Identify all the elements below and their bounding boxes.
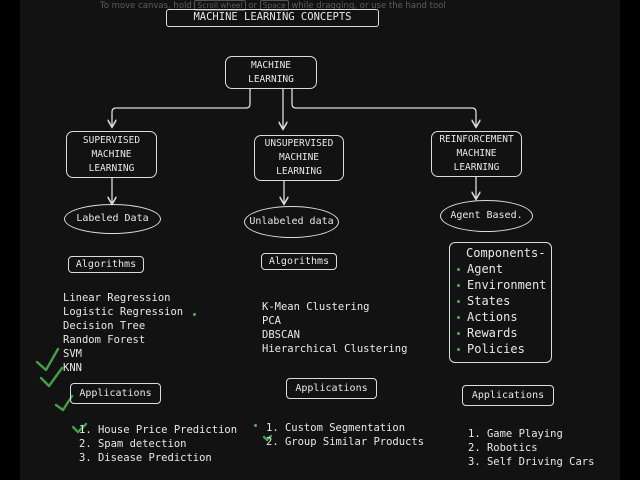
unsupervised-algorithms-list: K-Mean Clustering PCA DBSCAN Hierarchica… (262, 300, 407, 356)
unsupervised-algorithms-label: Algorithms (261, 253, 337, 270)
list-item: 2. Spam detection (79, 438, 187, 450)
supervised-applications-label: Applications (70, 383, 161, 404)
supervised-applications-list: 1. House Price Prediction 2. Spam detect… (79, 423, 237, 465)
list-item: 3. Self Driving Cars (468, 456, 595, 468)
reinforcement-applications-label: Applications (462, 385, 554, 406)
bullet-dot (457, 348, 460, 351)
component-item: Agent (467, 262, 504, 276)
diagram-title: MACHINE LEARNING CONCEPTS (166, 9, 379, 27)
check-mark-icon-2 (39, 366, 64, 388)
supervised-algorithms-label: Algorithms (68, 256, 144, 273)
list-item: K-Mean Clustering (262, 301, 370, 313)
component-item: Environment (467, 278, 547, 292)
unsupervised-applications-list: 1. Custom Segmentation 2. Group Similar … (266, 421, 424, 449)
arrow-to-reinforcement (291, 89, 476, 126)
component-item: Actions (467, 310, 518, 324)
reinforcement-node: REINFORCEMENT MACHINE LEARNING (431, 131, 522, 177)
check-marks (35, 347, 273, 442)
unsupervised-applications-label: Applications (286, 378, 377, 399)
space-key: Space (259, 0, 289, 11)
check-mark-icon-4 (71, 422, 88, 434)
check-mark-icon-1 (35, 347, 60, 372)
list-item: PCA (262, 315, 281, 327)
component-item: States (467, 294, 511, 308)
unlabeled-data-oval: Unlabeled data (244, 206, 339, 238)
list-item: Logistic Regression (63, 306, 184, 318)
list-item: SVM (63, 348, 82, 360)
list-item: 3. Disease Prediction (79, 452, 212, 464)
list-item: 1. Custom Segmentation (266, 422, 406, 434)
components-box (449, 242, 552, 363)
scroll-wheel-key: Scroll wheel (194, 0, 246, 11)
connector-arrows (35, 89, 620, 442)
list-item: KNN (63, 362, 82, 374)
supervised-node: SUPERVISED MACHINE LEARNING (66, 131, 157, 178)
components-title: Components- (466, 246, 546, 260)
agent-based-oval: Agent Based. (440, 200, 533, 232)
list-item: 2. Group Similar Products (266, 436, 425, 448)
list-item: 1. Game Playing (468, 428, 563, 440)
canvas[interactable]: To move canvas, hold Scroll wheel or Spa… (20, 0, 620, 480)
supervised-algorithms-list: Linear Regression Logistic Regression De… (63, 291, 183, 375)
bullet-dot (457, 300, 460, 303)
bullet-dot (457, 332, 460, 335)
list-item: DBSCAN (262, 329, 300, 341)
arrow-to-supervised (112, 89, 251, 126)
list-item: Random Forest (63, 334, 146, 346)
bullet-dot (457, 268, 460, 271)
bullet-dot (457, 316, 460, 319)
list-item: Linear Regression (63, 292, 171, 304)
labeled-data-oval: Labeled Data (64, 204, 161, 234)
list-item: 1. House Price Prediction (79, 424, 238, 436)
list-item: Hierarchical Clustering (262, 343, 408, 355)
check-mark-icon-5 (262, 434, 273, 442)
bullet-dot (254, 424, 257, 427)
reinforcement-applications-list: 1. Game Playing 2. Robotics 3. Self Driv… (468, 427, 594, 469)
canvas-hint: To move canvas, hold Scroll wheel or Spa… (100, 0, 446, 11)
component-item: Rewards (467, 326, 518, 340)
unsupervised-node: UNSUPERVISED MACHINE LEARNING (254, 135, 344, 181)
list-item: Decision Tree (63, 320, 146, 332)
list-item: 2. Robotics (468, 442, 538, 454)
component-item: Policies (467, 342, 525, 356)
check-mark-icon-3 (54, 394, 74, 412)
bullet-dot (193, 313, 196, 316)
bullet-dot (457, 284, 460, 287)
